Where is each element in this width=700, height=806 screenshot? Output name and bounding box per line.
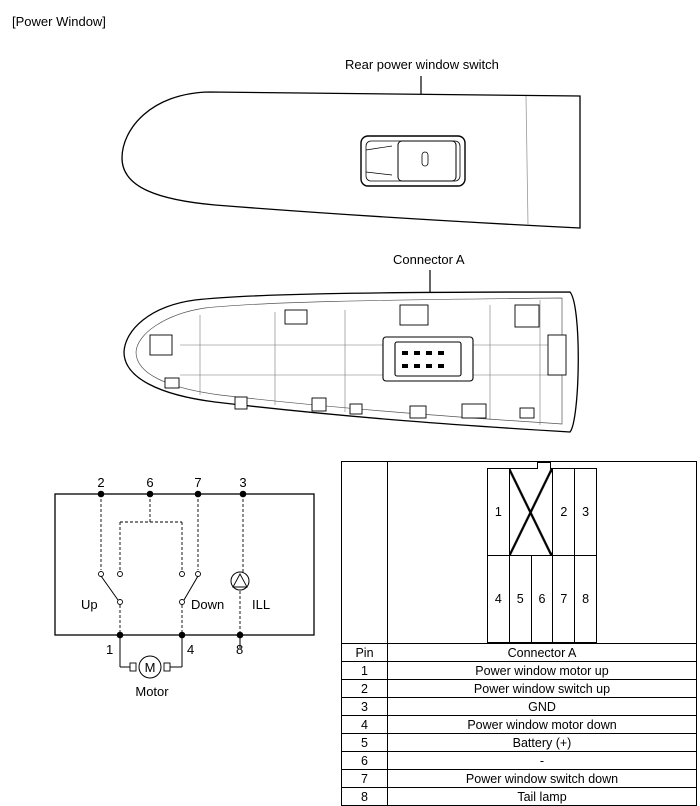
up-label: Up [81,597,98,612]
pin-header: Pin [341,643,388,662]
circuit-schematic: 2 6 7 3 Up Down ILL M 1 [54,475,315,699]
ill-label: ILL [252,597,270,612]
connector-diagram-row: 1 2 3 4 5 6 7 8 [341,461,697,644]
connector-face-cell: 1 2 3 4 5 6 7 8 [387,461,697,644]
terminal-label: 3 [239,475,246,490]
pin-description: Power window motor up [387,661,697,680]
connector-pin: 1 [487,468,510,556]
switch-boundary-box [54,493,315,636]
pin-number: 5 [341,733,388,752]
connector-pin-table: 1 2 3 4 5 6 7 8 Pin Connector A [341,461,697,806]
pin-number: 3 [341,697,388,716]
table-row: 6- [341,751,697,770]
pin-description: GND [387,697,697,716]
terminal-label: 4 [187,642,194,657]
motor-symbol: M [145,660,156,675]
connector-pin: 6 [530,555,554,643]
motor-icon [138,655,162,679]
connector-pin: 8 [574,555,597,643]
connector-latch [537,462,551,469]
pin-number: 1 [341,661,388,680]
pin-description: Power window switch down [387,769,697,788]
connector-pin: 2 [552,468,576,556]
terminal-label: 2 [97,475,104,490]
pin-description: Power window switch up [387,679,697,698]
switch-illustrations [121,76,581,433]
pin-description: Battery (+) [387,733,697,752]
page-heading: [Power Window] [12,14,106,29]
connector-pin: 4 [487,555,510,643]
switch-rocker [397,140,457,182]
down-label: Down [191,597,224,612]
pin-number: 4 [341,715,388,734]
terminal-label: 1 [106,642,113,657]
pin-number: 2 [341,679,388,698]
table-header-row: Pin Connector A [341,643,697,662]
connector-pin-empty [508,468,554,556]
connector-pin: 7 [552,555,576,643]
connector-face: 1 2 3 4 5 6 7 8 [487,468,597,643]
pin-number: 7 [341,769,388,788]
switch-top-body [121,91,581,229]
rear-switch-label: Rear power window switch [345,57,499,72]
pin-description: - [387,751,697,770]
connector-header: Connector A [387,643,697,662]
pin-number: 6 [341,751,388,770]
terminal-label: 6 [146,475,153,490]
pin-description: Power window motor down [387,715,697,734]
terminal-label: 8 [236,642,243,657]
connector-pin: 5 [508,555,532,643]
connector-pin: 3 [574,468,597,556]
connector-a-label: Connector A [393,252,465,267]
pin-number: 8 [341,787,388,806]
terminal-label: 7 [194,475,201,490]
lamp-icon [230,571,250,591]
motor-label: Motor [135,684,169,699]
pin-description: Tail lamp [387,787,697,806]
